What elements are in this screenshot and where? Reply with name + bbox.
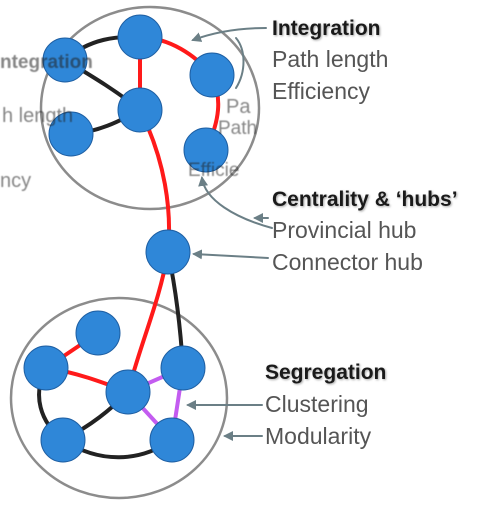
arrow-aux-2 (198, 176, 273, 229)
nodes (23, 14, 235, 463)
arrow-aux-1 (235, 37, 245, 89)
node-a (42, 37, 88, 83)
node-i (23, 345, 69, 391)
node-l (149, 417, 195, 463)
heading-segregation: Segregation (265, 361, 387, 384)
node-m (105, 369, 151, 415)
node-h (75, 310, 121, 356)
node-f (183, 127, 229, 173)
top-module-outline (39, 5, 261, 211)
annotation-arrows (186, 27, 273, 441)
arrow-integration (191, 27, 267, 42)
heading-integration: Integration (272, 17, 381, 40)
heading-centrality: Centrality & ‘hubs’ (272, 188, 458, 211)
ghost-efficiency-fragment: Efficie (188, 160, 240, 181)
label-connector-hub: Connector hub (272, 249, 423, 275)
label-provincial-hub: Provincial hub (272, 217, 417, 243)
ghost-path-length: h length (2, 105, 74, 127)
node-connector-hub (145, 229, 191, 275)
node-n (160, 345, 206, 391)
ghost-efficiency: ncy (0, 170, 32, 192)
node-d (117, 87, 163, 133)
node-c (189, 52, 235, 98)
label-efficiency: Efficiency (272, 78, 371, 104)
arrow-connector-hub (192, 249, 269, 260)
node-e (48, 111, 94, 157)
label-modularity: Modularity (265, 423, 372, 449)
node-b (117, 14, 163, 60)
ghost-path-fragment: Pa (226, 96, 251, 118)
node-j (40, 417, 86, 463)
bottom-module-outline (9, 296, 229, 500)
label-path-length: Path length (272, 46, 389, 72)
ghost-path-fragment-2: Path (218, 118, 258, 139)
ghost-integration: ntegration (0, 52, 93, 73)
label-clustering: Clustering (265, 391, 369, 417)
